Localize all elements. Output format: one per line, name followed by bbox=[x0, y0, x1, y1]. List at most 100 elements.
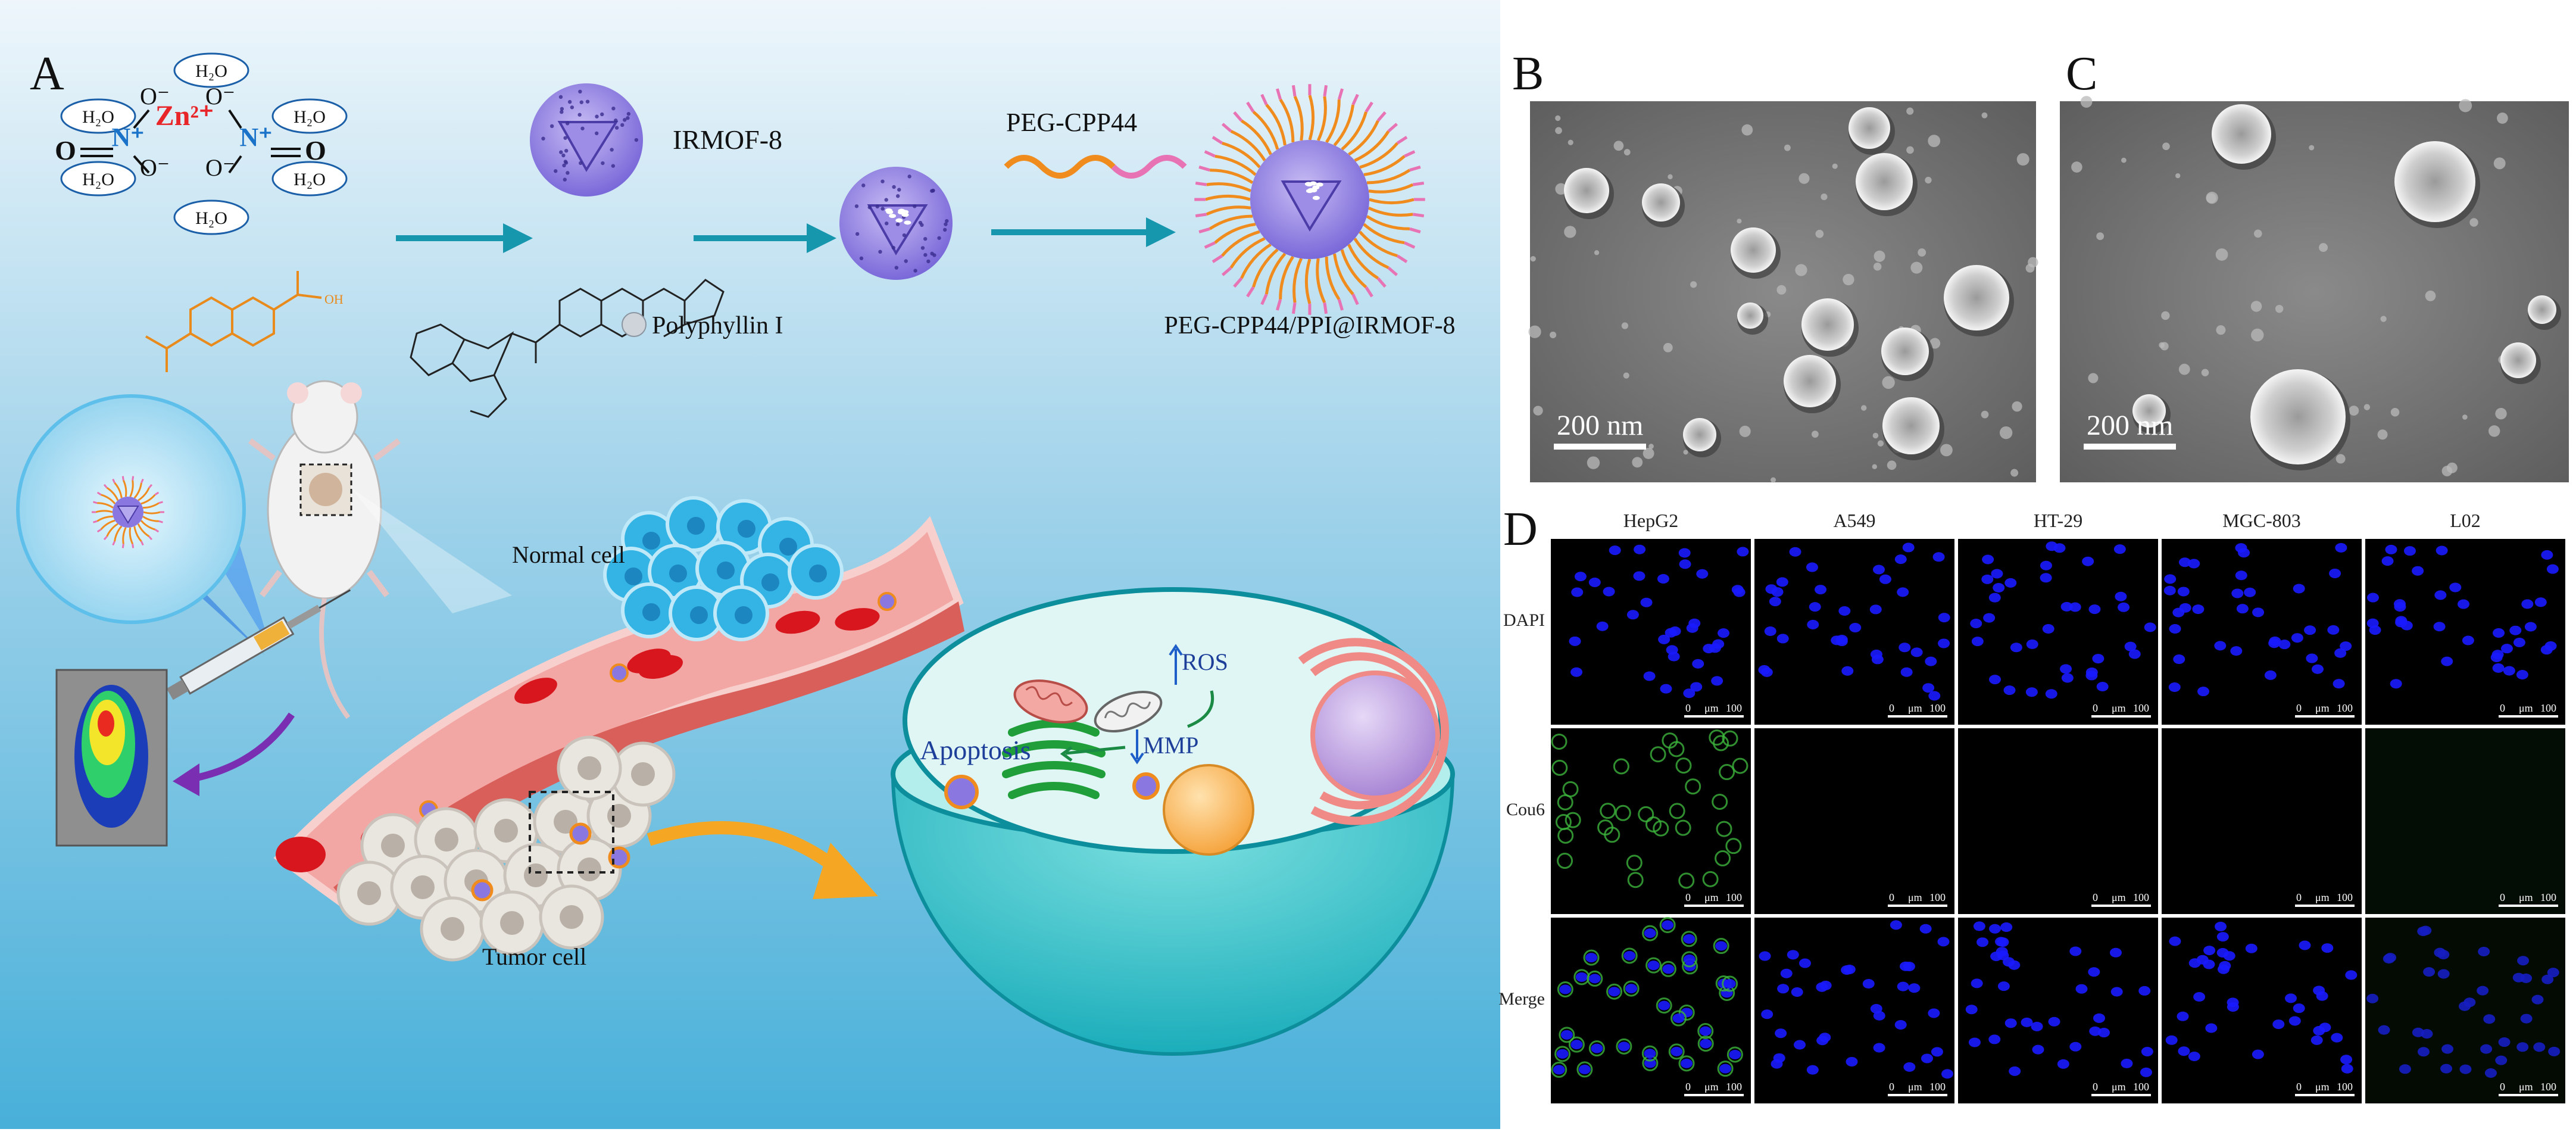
scale-max: 100 bbox=[1929, 702, 1946, 714]
ros-label: ROS bbox=[1182, 648, 1228, 675]
panel-c-letter: C bbox=[2066, 48, 2097, 100]
water-label: H₂O bbox=[82, 170, 114, 189]
water-label: H₂O bbox=[293, 170, 326, 189]
scale-unit: μm bbox=[1704, 891, 1719, 903]
confocal-panel bbox=[2365, 728, 2565, 914]
imaging-arrow bbox=[184, 712, 295, 784]
normal-cells bbox=[603, 496, 844, 641]
tumor-zoom-box bbox=[529, 791, 614, 874]
scale-unit: μm bbox=[1908, 702, 1922, 714]
cpp44-chain bbox=[1111, 155, 1187, 179]
oxygen-left: O bbox=[55, 135, 76, 166]
scale-zero: 0 bbox=[2093, 702, 2098, 714]
nitrogen-right: N⁺ bbox=[240, 123, 273, 152]
scale-bar-c: 200 nm bbox=[2087, 410, 2173, 441]
confocal-panel bbox=[1754, 918, 1954, 1103]
water-label: H₂O bbox=[293, 107, 326, 127]
scale-max: 100 bbox=[2540, 891, 2556, 903]
row-label: DAPI bbox=[1503, 610, 1545, 630]
water-label: H₂O bbox=[195, 208, 227, 228]
scale-zero: 0 bbox=[1685, 1081, 1691, 1093]
confocal-panel bbox=[1754, 728, 1954, 914]
oxygen-right: O bbox=[305, 135, 326, 166]
scale-zero: 0 bbox=[1685, 891, 1691, 903]
scale-max: 100 bbox=[1929, 891, 1946, 903]
tumor-cell-label: Tumor cell bbox=[482, 943, 586, 970]
scale-zero: 0 bbox=[2093, 1081, 2098, 1093]
row-label: Merge bbox=[1498, 989, 1545, 1009]
water-molecules: H₂O H₂O H₂O H₂O H₂O H₂O bbox=[60, 52, 348, 235]
nitrogen-left: N⁺ bbox=[112, 123, 145, 152]
o-minus-4: O⁻ bbox=[205, 154, 235, 181]
scale-unit: μm bbox=[1908, 1081, 1922, 1093]
scale-unit: μm bbox=[2112, 1081, 2126, 1093]
scale-max: 100 bbox=[2337, 702, 2353, 714]
scale-max: 100 bbox=[1726, 1081, 1742, 1093]
peg-chain bbox=[1004, 155, 1116, 179]
scale-zero: 0 bbox=[2296, 702, 2302, 714]
magnified-nanoparticle bbox=[16, 394, 271, 655]
scale-unit: μm bbox=[2112, 702, 2126, 714]
mitochondria bbox=[1013, 679, 1163, 732]
panel-d-letter: D bbox=[1503, 503, 1538, 556]
scale-zero: 0 bbox=[1889, 891, 1894, 903]
water-label: H₂O bbox=[82, 107, 114, 127]
scale-unit: μm bbox=[1704, 1081, 1719, 1093]
naphthalene-dicarboxylate-linker: OH bbox=[145, 271, 344, 372]
panel-b-letter: B bbox=[1512, 48, 1544, 100]
drug-label: Polyphyllin I bbox=[652, 312, 783, 339]
scale-bar-b: 200 nm bbox=[1557, 410, 1643, 441]
panel-b: B 200 nm bbox=[1512, 48, 2038, 483]
loaded-mof-sphere bbox=[839, 167, 953, 280]
scale-unit: μm bbox=[2519, 702, 2533, 714]
confocal-panel bbox=[1958, 918, 2158, 1103]
scale-zero: 0 bbox=[1889, 1081, 1894, 1093]
panel-a-letter: A bbox=[30, 48, 64, 100]
confocal-panel bbox=[1551, 728, 1751, 914]
oh-label: OH bbox=[324, 292, 344, 307]
scale-unit: μm bbox=[1704, 702, 1719, 714]
o-minus-2: O⁻ bbox=[205, 83, 235, 110]
mouse bbox=[248, 380, 512, 719]
o-minus-1: O⁻ bbox=[140, 83, 170, 110]
peg-label: PEG-CPP44 bbox=[1006, 108, 1137, 137]
in-vivo-imaging bbox=[55, 669, 168, 847]
scale-max: 100 bbox=[2337, 891, 2353, 903]
scale-zero: 0 bbox=[2296, 891, 2302, 903]
water-label: H₂O bbox=[195, 61, 227, 81]
confocal-panel bbox=[2162, 728, 2362, 914]
drug-ball bbox=[622, 312, 647, 337]
confocal-panel bbox=[1551, 539, 1751, 725]
scale-unit: μm bbox=[2112, 891, 2126, 903]
row-label: Cou6 bbox=[1506, 800, 1545, 819]
syringe bbox=[166, 589, 351, 700]
scale-max: 100 bbox=[1726, 702, 1742, 714]
peg-cpp44-ppi-irmof-8-particle bbox=[1194, 84, 1425, 315]
scale-zero: 0 bbox=[2500, 702, 2505, 714]
scale-unit: μm bbox=[2315, 702, 2330, 714]
column-label: MGC-803 bbox=[2222, 510, 2301, 531]
confocal-panel bbox=[1958, 728, 2158, 914]
zinc-ion-label: Zn²⁺ bbox=[155, 100, 214, 132]
scale-max: 100 bbox=[1726, 891, 1742, 903]
orange-arrow bbox=[647, 821, 850, 881]
scale-unit: μm bbox=[2519, 891, 2533, 903]
mmp-label: MMP bbox=[1143, 732, 1198, 759]
nucleus bbox=[1310, 671, 1440, 800]
scale-max: 100 bbox=[2540, 1081, 2556, 1093]
irmof-8-sphere bbox=[530, 83, 643, 197]
tumor-cells bbox=[336, 735, 676, 962]
confocal-panel bbox=[2365, 539, 2565, 725]
confocal-panel bbox=[1958, 539, 2158, 725]
lysosome bbox=[1163, 764, 1254, 856]
scale-zero: 0 bbox=[2500, 891, 2505, 903]
scale-max: 100 bbox=[2133, 1081, 2149, 1093]
scale-unit: μm bbox=[2315, 1081, 2330, 1093]
panel-c: C 200 nm bbox=[2060, 48, 2569, 482]
cell-cross-section: ROS MMP Apoptosis bbox=[891, 587, 1455, 1056]
scale-unit: μm bbox=[2315, 891, 2330, 903]
